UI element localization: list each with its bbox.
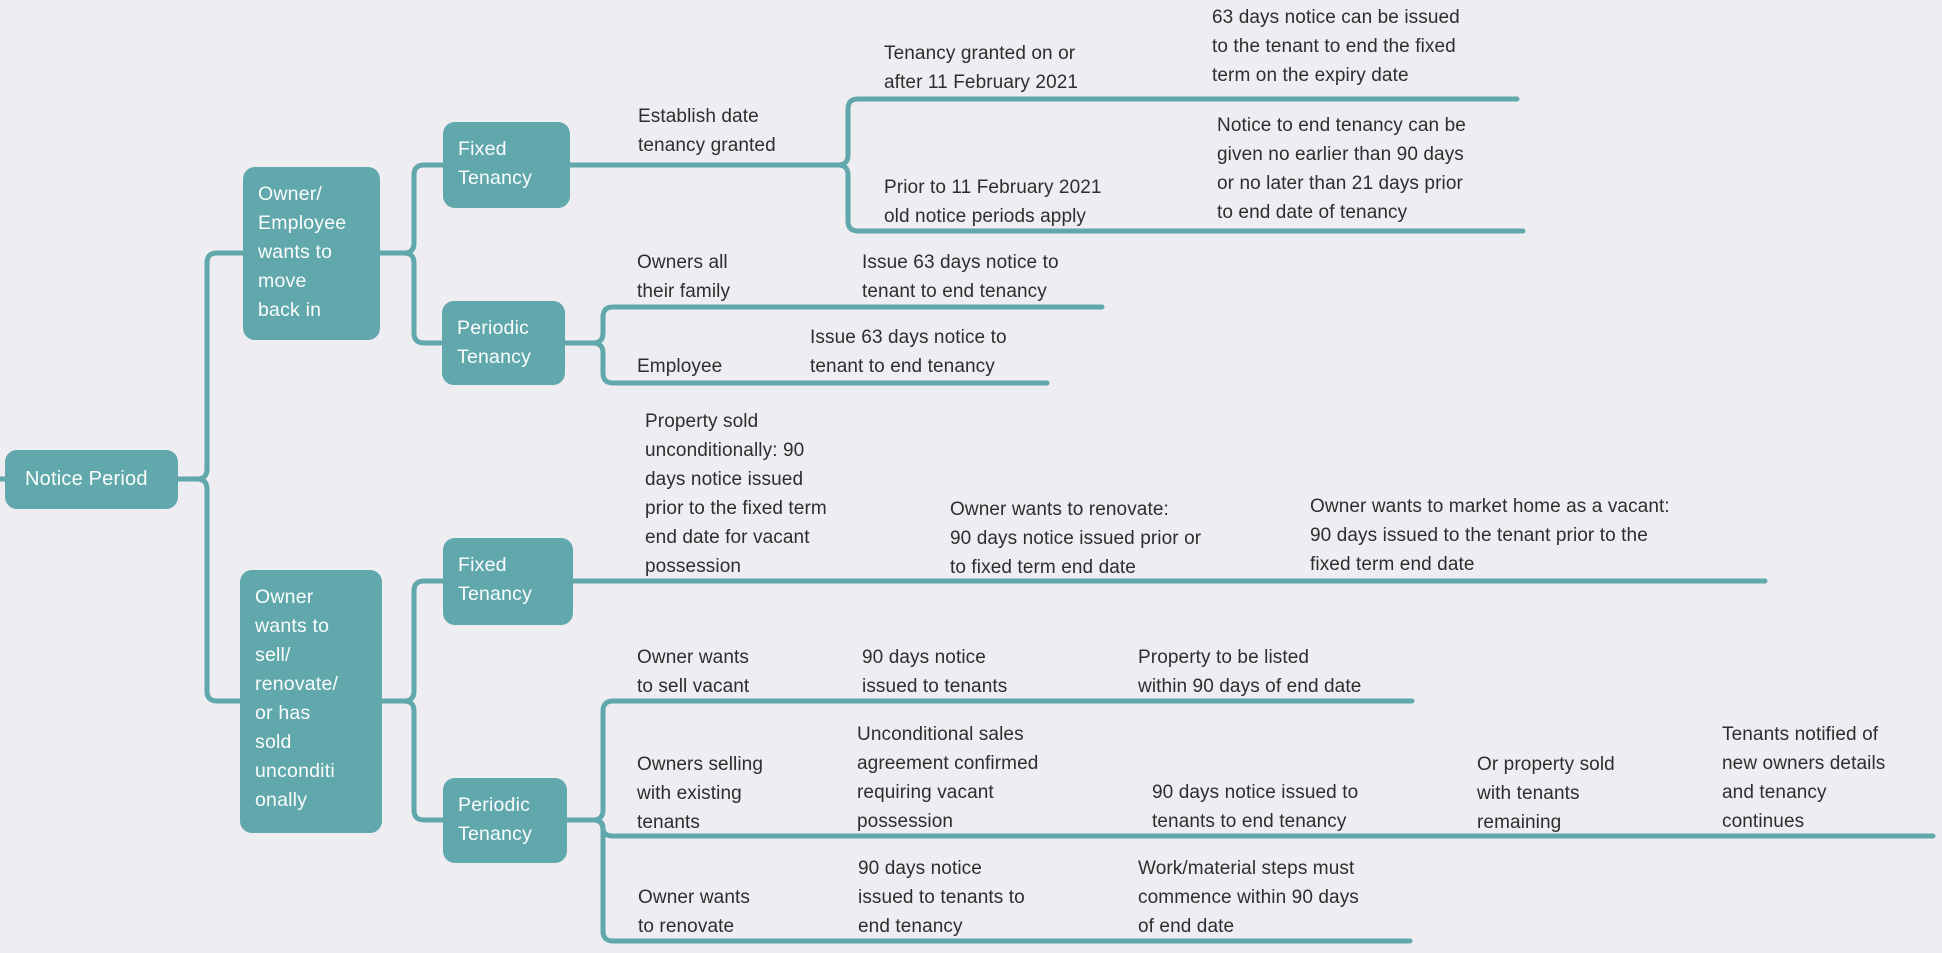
- topic-old-notice-periods[interactable]: Notice to end tenancy can be given no ea…: [1217, 115, 1466, 223]
- topic-63-days-notice-fixed[interactable]: 63 days notice can be issued to the tena…: [1212, 7, 1460, 86]
- topic-establish-date[interactable]: Establish date tenancy granted: [638, 106, 776, 156]
- topic-employee[interactable]: Employee: [637, 356, 723, 377]
- connector-employee-underline: [590, 340, 1050, 386]
- topic-unconditional-sales-agreement[interactable]: Unconditional sales agreement confirmed …: [857, 724, 1039, 832]
- node-fixed-tenancy-sell[interactable]: Fixed Tenancy: [443, 538, 573, 625]
- connector-to-fixed2: [401, 578, 446, 704]
- topic-issue-63-days-employee[interactable]: Issue 63 days notice to tenant to end te…: [810, 327, 1007, 377]
- topic-property-sold-unconditionally[interactable]: Property sold unconditionally: 90 days n…: [645, 411, 827, 577]
- topic-tenants-notified-new-owners[interactable]: Tenants notified of new owners details a…: [1722, 724, 1886, 832]
- topic-owners-selling-existing[interactable]: Owners selling with existing tenants: [637, 754, 764, 833]
- connector-renovate-underline: [590, 817, 1413, 944]
- connector-to-periodic2: [401, 698, 446, 823]
- topic-owners-all-family[interactable]: Owners all their family: [637, 252, 731, 302]
- node-owner-sell[interactable]: Owner wants to sell/ renovate/ or has so…: [240, 570, 382, 833]
- topic-owner-wants-renovate[interactable]: Owner wants to renovate: [638, 887, 750, 937]
- connector-trunk-to-sell: [194, 476, 243, 704]
- topic-work-material-steps[interactable]: Work/material steps must commence within…: [1138, 858, 1359, 937]
- connector-prior-feb-underline: [835, 162, 1526, 234]
- node-periodic-tenancy-sell[interactable]: Periodic Tenancy: [443, 778, 567, 863]
- topic-issue-63-days-family[interactable]: Issue 63 days notice to tenant to end te…: [862, 252, 1059, 302]
- topic-owner-renovate-fixed[interactable]: Owner wants to renovate: 90 days notice …: [950, 499, 1202, 578]
- connector-trunk-to-move-back: [194, 250, 246, 482]
- node-fixed-tenancy-move-back[interactable]: Fixed Tenancy: [443, 122, 570, 208]
- topic-granted-after-feb2021[interactable]: Tenancy granted on or after 11 February …: [884, 43, 1079, 93]
- node-periodic-tenancy-move-back[interactable]: Periodic Tenancy: [442, 301, 565, 385]
- topic-prior-feb2021[interactable]: Prior to 11 February 2021 old notice per…: [884, 177, 1102, 227]
- topic-owner-sell-vacant[interactable]: Owner wants to sell vacant: [637, 647, 750, 697]
- topic-90-days-notice-renovate[interactable]: 90 days notice issued to tenants to end …: [858, 858, 1025, 937]
- topic-property-listed-90-days[interactable]: Property to be listed within 90 days of …: [1138, 647, 1362, 697]
- topic-market-home-vacant[interactable]: Owner wants to market home as a vacant: …: [1310, 496, 1670, 575]
- connector-to-periodic1: [401, 250, 445, 346]
- topic-property-sold-tenants-remaining[interactable]: Or property sold with tenants remaining: [1477, 754, 1615, 833]
- connector-to-fixed1: [401, 162, 446, 256]
- topic-90-days-notice-tenants[interactable]: 90 days notice issued to tenants: [862, 647, 1008, 697]
- node-notice-period[interactable]: Notice Period: [5, 450, 178, 509]
- node-owner-move-back[interactable]: Owner/ Employee wants to move back in: [243, 167, 380, 340]
- topic-90-days-notice-end-tenancy[interactable]: 90 days notice issued to tenants to end …: [1152, 782, 1359, 832]
